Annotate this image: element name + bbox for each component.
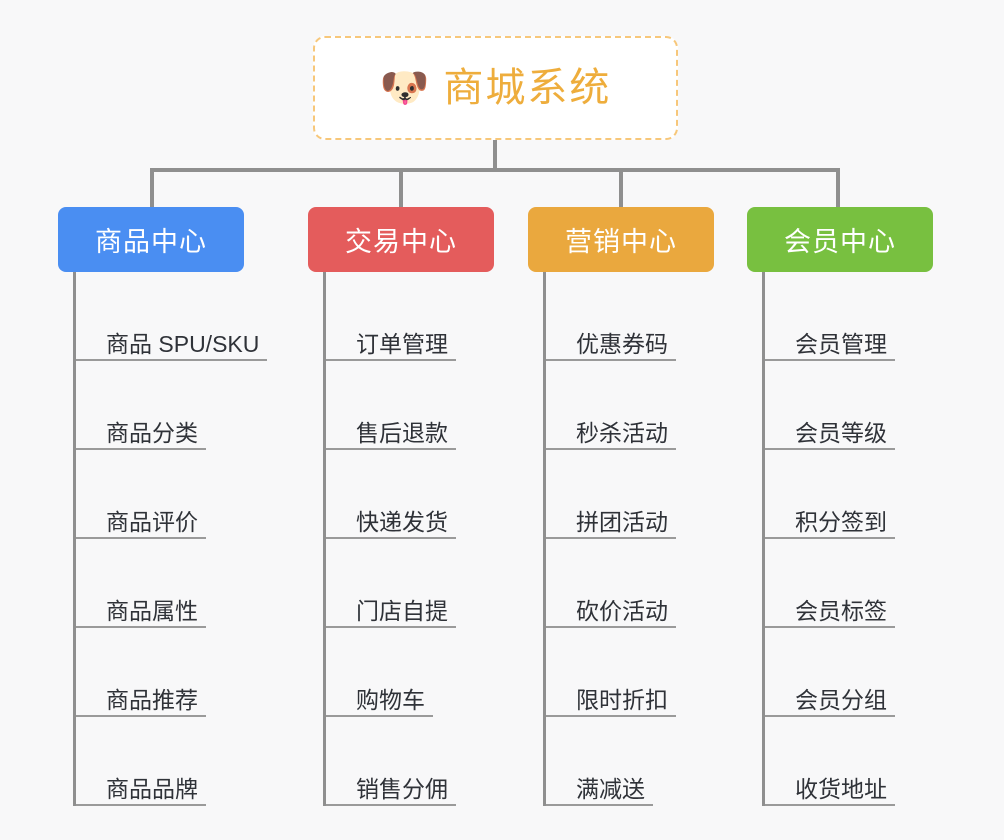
leaf-underline — [76, 715, 206, 717]
leaf-underline — [765, 537, 895, 539]
leaf-underline — [76, 537, 206, 539]
category-header-1[interactable]: 商品中心 — [58, 207, 244, 272]
leaf-label: 订单管理 — [356, 330, 448, 357]
leaf-label: 秒杀活动 — [576, 419, 668, 446]
category-header-3-label: 营销中心 — [565, 227, 677, 257]
leaf-item[interactable]: 商品推荐 — [76, 628, 244, 717]
category-column-3: 营销中心 优惠券码 秒杀活动 拼团活动 砍价活动 限时折扣 — [528, 207, 714, 806]
leaf-underline — [326, 715, 433, 717]
leaf-item[interactable]: 商品评价 — [76, 450, 244, 539]
leaf-item[interactable]: 砍价活动 — [546, 539, 714, 628]
leaf-underline — [546, 359, 676, 361]
leaf-underline — [326, 537, 456, 539]
leaf-label: 商品 SPU/SKU — [106, 330, 260, 357]
leaf-underline — [76, 359, 267, 361]
leaf-item[interactable]: 销售分佣 — [326, 717, 494, 806]
leaf-item[interactable]: 优惠券码 — [546, 272, 714, 361]
leaf-label: 商品属性 — [106, 597, 198, 624]
root-node[interactable]: 🐶 商城系统 — [313, 36, 678, 140]
leaf-label: 商品评价 — [106, 508, 198, 535]
leaf-list-1: 商品 SPU/SKU 商品分类 商品评价 商品属性 商品推荐 商品品牌 — [73, 272, 267, 806]
leaf-label: 优惠券码 — [576, 330, 668, 357]
leaf-label: 门店自提 — [356, 597, 448, 624]
leaf-list-4: 会员管理 会员等级 积分签到 会员标签 会员分组 收货地址 — [762, 272, 933, 806]
leaf-underline — [546, 626, 676, 628]
connector-horizontal-bus — [150, 168, 840, 172]
leaf-underline — [765, 448, 895, 450]
leaf-label: 售后退款 — [356, 419, 448, 446]
leaf-label: 快递发货 — [356, 508, 448, 535]
leaf-item[interactable]: 会员管理 — [765, 272, 933, 361]
leaf-item[interactable]: 商品 SPU/SKU — [76, 272, 267, 361]
leaf-underline — [765, 715, 895, 717]
leaf-underline — [76, 448, 206, 450]
leaf-label: 会员分组 — [795, 686, 887, 713]
leaf-underline — [326, 359, 456, 361]
leaf-underline — [546, 804, 653, 806]
leaf-label: 拼团活动 — [576, 508, 668, 535]
leaf-label: 会员标签 — [795, 597, 887, 624]
leaf-label: 砍价活动 — [576, 597, 668, 624]
leaf-item[interactable]: 满减送 — [546, 717, 714, 806]
connector-drop-4 — [836, 168, 840, 209]
leaf-item[interactable]: 会员标签 — [765, 539, 933, 628]
connector-drop-2 — [399, 168, 403, 209]
leaf-item[interactable]: 商品品牌 — [76, 717, 244, 806]
category-header-1-label: 商品中心 — [95, 227, 207, 257]
leaf-item[interactable]: 购物车 — [326, 628, 494, 717]
leaf-item[interactable]: 商品分类 — [76, 361, 244, 450]
leaf-list-3: 优惠券码 秒杀活动 拼团活动 砍价活动 限时折扣 满减送 — [543, 272, 714, 806]
leaf-item[interactable]: 门店自提 — [326, 539, 494, 628]
category-header-4[interactable]: 会员中心 — [747, 207, 933, 272]
category-header-3[interactable]: 营销中心 — [528, 207, 714, 272]
leaf-label: 收货地址 — [795, 775, 887, 802]
leaf-underline — [546, 715, 676, 717]
category-header-4-label: 会员中心 — [784, 227, 896, 257]
leaf-underline — [765, 626, 895, 628]
leaf-item[interactable]: 会员分组 — [765, 628, 933, 717]
leaf-label: 会员等级 — [795, 419, 887, 446]
connector-drop-1 — [150, 168, 154, 209]
leaf-item[interactable]: 会员等级 — [765, 361, 933, 450]
leaf-item[interactable]: 快递发货 — [326, 450, 494, 539]
leaf-label: 积分签到 — [795, 508, 887, 535]
leaf-underline — [765, 359, 895, 361]
leaf-label: 销售分佣 — [356, 775, 448, 802]
leaf-item[interactable]: 订单管理 — [326, 272, 494, 361]
leaf-underline — [326, 448, 456, 450]
leaf-label: 商品推荐 — [106, 686, 198, 713]
leaf-underline — [76, 804, 206, 806]
leaf-label: 限时折扣 — [576, 686, 668, 713]
leaf-item[interactable]: 售后退款 — [326, 361, 494, 450]
leaf-item[interactable]: 秒杀活动 — [546, 361, 714, 450]
leaf-item[interactable]: 积分签到 — [765, 450, 933, 539]
leaf-underline — [76, 626, 206, 628]
category-column-2: 交易中心 订单管理 售后退款 快递发货 门店自提 购物车 — [308, 207, 494, 806]
shiba-dog-icon: 🐶 — [379, 66, 430, 110]
leaf-item[interactable]: 拼团活动 — [546, 450, 714, 539]
leaf-label: 商品分类 — [106, 419, 198, 446]
category-header-2-label: 交易中心 — [345, 227, 457, 257]
connector-drop-3 — [619, 168, 623, 209]
leaf-item[interactable]: 商品属性 — [76, 539, 244, 628]
leaf-list-2: 订单管理 售后退款 快递发货 门店自提 购物车 销售分佣 — [323, 272, 494, 806]
category-header-2[interactable]: 交易中心 — [308, 207, 494, 272]
leaf-label: 购物车 — [356, 686, 425, 713]
root-title: 商城系统 — [443, 66, 612, 110]
leaf-item[interactable]: 限时折扣 — [546, 628, 714, 717]
leaf-underline — [765, 804, 895, 806]
category-column-4: 会员中心 会员管理 会员等级 积分签到 会员标签 会员分组 — [747, 207, 933, 806]
connector-root-stem — [493, 140, 497, 171]
leaf-underline — [326, 626, 456, 628]
leaf-label: 商品品牌 — [106, 775, 198, 802]
category-column-1: 商品中心 商品 SPU/SKU 商品分类 商品评价 商品属性 商品推荐 — [58, 207, 267, 806]
leaf-item[interactable]: 收货地址 — [765, 717, 933, 806]
leaf-underline — [546, 537, 676, 539]
leaf-label: 满减送 — [576, 775, 645, 802]
leaf-underline — [326, 804, 456, 806]
leaf-label: 会员管理 — [795, 330, 887, 357]
leaf-underline — [546, 448, 676, 450]
